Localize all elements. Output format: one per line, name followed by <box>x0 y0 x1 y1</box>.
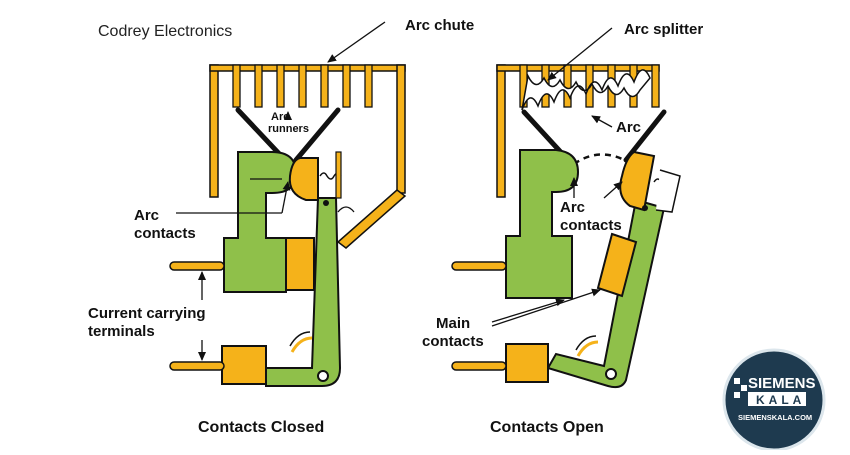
main-contacts-label-2: contacts <box>422 333 484 350</box>
left-arc-contacts-label-1: Arc <box>134 207 159 224</box>
right-pivot <box>605 368 617 380</box>
closed-contacts-diagram: Arc runners Arc chute Arc contacts <box>88 17 474 436</box>
left-fixed-main-contact <box>285 237 315 291</box>
arc-splitter-label: Arc splitter <box>624 21 703 38</box>
open-contacts-diagram: Arc splitter Arc Arc contacts Main conta… <box>422 21 703 436</box>
left-bottom-terminal-block <box>221 345 267 385</box>
contacts-open-caption: Contacts Open <box>490 419 604 436</box>
right-arc-shape <box>521 69 651 111</box>
right-arc-contacts-label-2: contacts <box>560 217 622 234</box>
right-top-terminal-pin <box>451 261 507 271</box>
arc-runners-label-1: Arc <box>271 111 289 123</box>
arc-runners-label-2: runners <box>268 123 309 135</box>
left-arc-contacts-label-2: contacts <box>134 225 196 242</box>
terminals-label-1: Current carrying <box>88 305 206 322</box>
brand-label: Codrey Electronics <box>98 23 232 40</box>
left-moving-arc-contact <box>288 157 319 201</box>
left-splitter-plates <box>232 64 373 108</box>
right-moving-arc-contact <box>619 150 656 212</box>
left-top-terminal-pin <box>169 261 225 271</box>
contacts-closed-caption: Contacts Closed <box>198 419 324 436</box>
logo-line-2: KALA <box>756 393 805 407</box>
left-bottom-terminal-pin <box>169 361 225 371</box>
right-arc-contacts-label-1: Arc <box>560 199 585 216</box>
left-arc-chute <box>209 64 407 249</box>
arc-chute-label: Arc chute <box>405 17 474 34</box>
arc-label: Arc <box>616 119 641 136</box>
logo-url: SIEMENSKALA.COM <box>738 413 812 422</box>
left-pivot <box>317 370 329 382</box>
logo-line-1: SIEMENS <box>748 375 816 392</box>
right-moving-main-contact <box>596 232 638 298</box>
right-bottom-terminal-block <box>505 343 549 383</box>
terminals-label-2: terminals <box>88 323 155 340</box>
siemens-kala-logo: SIEMENS KALA SIEMENSKALA.COM <box>722 348 826 452</box>
main-contacts-label-1: Main <box>436 315 470 332</box>
right-bottom-terminal-pin <box>451 361 507 371</box>
